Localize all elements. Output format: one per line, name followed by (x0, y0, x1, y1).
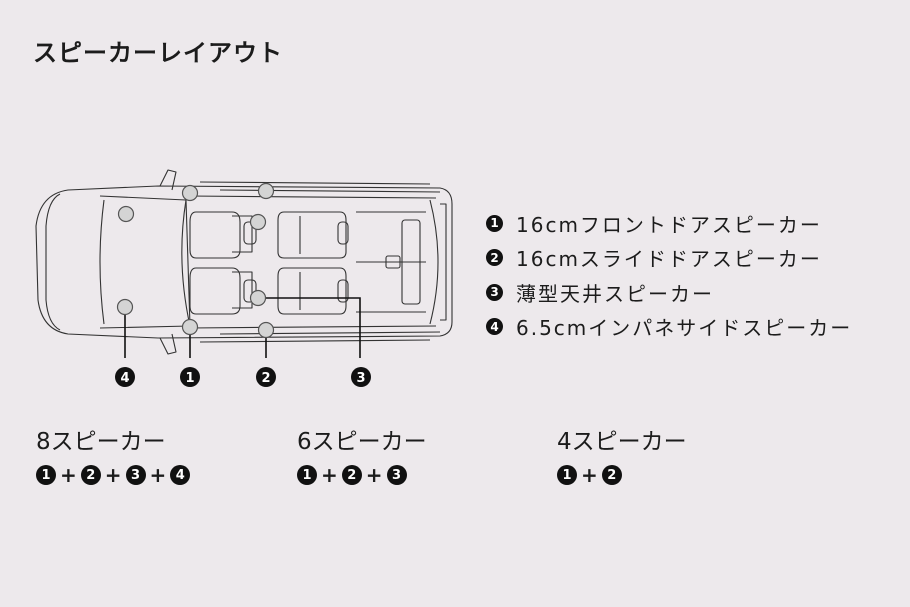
callout-badge: 3 (351, 367, 371, 387)
legend-item: 2 16cmスライドドアスピーカー (486, 241, 852, 276)
number-badge: 1 (297, 465, 317, 485)
legend-label: 薄型天井スピーカー (516, 281, 714, 306)
config-label: 6スピーカー (297, 429, 427, 455)
plus-sign: + (321, 463, 338, 487)
legend-label: 16cmフロントドアスピーカー (516, 212, 822, 237)
car-outline (35, 169, 453, 355)
speaker-marker-ceiling-right (249, 289, 267, 307)
number-badge: 4 (486, 318, 503, 336)
legend-item: 1 16cmフロントドアスピーカー (486, 206, 852, 241)
svg-text:3: 3 (356, 371, 365, 386)
number-badge: 1 (36, 465, 56, 485)
config-label: 8スピーカー (36, 429, 166, 455)
plus-sign: + (60, 463, 77, 487)
number-badge: 2 (601, 465, 622, 485)
speaker-marker-front-door-right (181, 318, 199, 336)
number-badge: 3 (486, 283, 503, 301)
config-combo: 1 + 2 + 3 + 4 (36, 463, 191, 487)
page-title: スピーカーレイアウト (33, 39, 283, 67)
speaker-marker-front-door-left (181, 184, 199, 202)
svg-text:1: 1 (185, 371, 194, 386)
plus-sign: + (104, 463, 122, 487)
legend-item: 4 6.5cmインパネサイドスピーカー (486, 310, 852, 345)
speaker-marker-slide-door-left (257, 182, 275, 200)
config-label: 4スピーカー (557, 429, 687, 455)
number-badge: 1 (486, 214, 503, 232)
config-combo: 1 + 2 + 3 (297, 464, 427, 486)
plus-sign: + (149, 463, 167, 487)
config-6-speaker: 6スピーカー 1 + 2 + 3 (297, 422, 427, 486)
number-badge: 4 (170, 465, 191, 485)
number-badge: 2 (80, 465, 101, 485)
speaker-legend: 1 16cmフロントドアスピーカー 2 16cmスライドドアスピーカー 3 薄型… (486, 206, 852, 344)
callout-badge: 4 (115, 367, 135, 387)
speaker-marker-ceiling-left (249, 213, 267, 231)
config-combo: 1 + 2 (557, 464, 687, 486)
legend-item: 3 薄型天井スピーカー (486, 275, 852, 310)
legend-label: 16cmスライドドアスピーカー (516, 247, 822, 272)
svg-text:4: 4 (120, 371, 129, 386)
speaker-marker-slide-door-right (257, 321, 275, 339)
number-badge: 2 (486, 249, 503, 267)
number-badge: 2 (341, 465, 362, 485)
callout-badge: 2 (256, 367, 276, 387)
speaker-marker-instrument-panel-right (116, 298, 134, 316)
plus-sign: + (581, 463, 598, 487)
number-badge: 1 (557, 465, 577, 485)
plus-sign: + (365, 463, 383, 487)
number-badge: 3 (125, 465, 146, 485)
legend-label: 6.5cmインパネサイドスピーカー (516, 316, 853, 341)
config-4-speaker: 4スピーカー 1 + 2 (557, 422, 687, 486)
config-8-speaker: 8スピーカー 1 + 2 + 3 + 4 (36, 422, 191, 487)
callout-badge: 1 (180, 367, 200, 387)
svg-text:2: 2 (261, 371, 270, 386)
speaker-marker-instrument-panel-left (117, 205, 135, 223)
number-badge: 3 (386, 465, 407, 485)
